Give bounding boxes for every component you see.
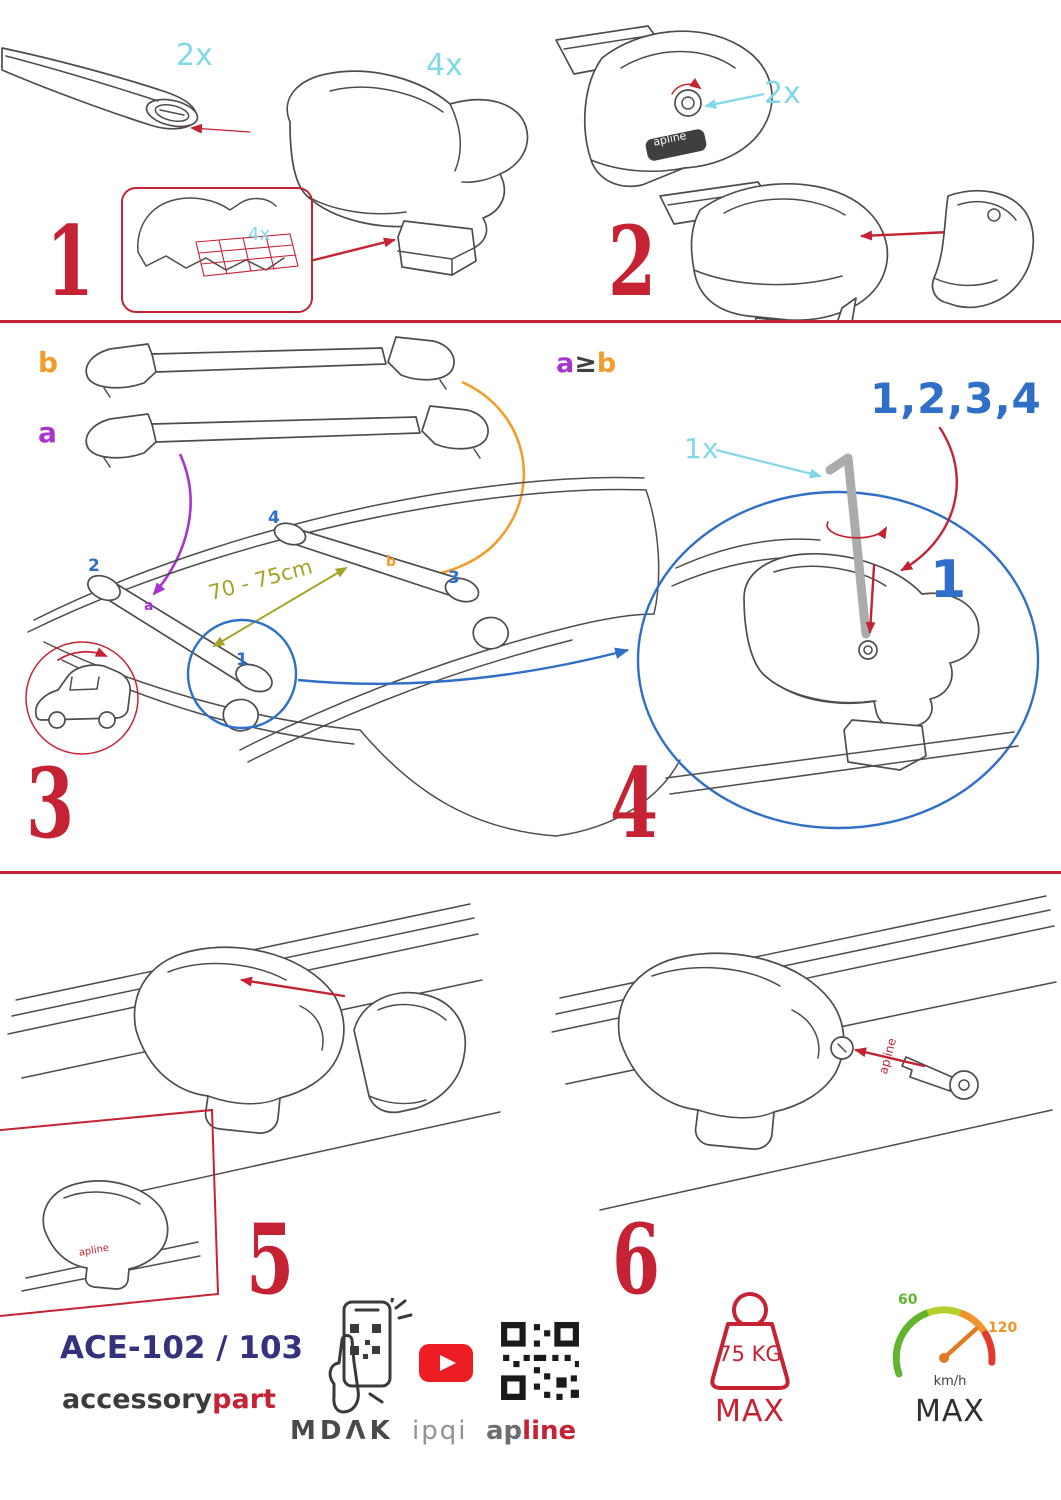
apline-logo-ap: ap (486, 1416, 523, 1446)
cover-slide-arrow (240, 976, 346, 998)
top-section-illustration (1, 25, 1035, 322)
roof-b-label: b (386, 554, 397, 570)
rubber-pad-inset (121, 187, 313, 313)
apline-logo: apline (486, 1416, 576, 1446)
qr-code (501, 1322, 579, 1400)
step-1-number: 1 (46, 205, 95, 318)
rotate-arrow (826, 521, 887, 540)
accessorypart-logo-part: part (212, 1384, 276, 1415)
step-4-number: 4 (610, 747, 659, 860)
step-6-number: 6 (612, 1203, 661, 1316)
car-roof-drawing (27, 476, 681, 837)
section-divider-1 (0, 320, 1061, 323)
spacing-rule: a≥b (556, 348, 616, 379)
product-code: ACE-102 / 103 (60, 1330, 304, 1366)
bar-b-label: b (38, 346, 59, 379)
greater-equal-sign: ≥ (574, 348, 597, 379)
speed-120-label: 120 (988, 1320, 1018, 1336)
roof-position-2: 2 (88, 556, 100, 576)
apline-badge (645, 129, 707, 161)
step-2-bolt-quantity: 2x (764, 76, 801, 111)
car-front-arrow (57, 647, 108, 661)
youtube-icon (419, 1344, 473, 1382)
step5-illustration (0, 903, 501, 1317)
crossbar-b-drawing (85, 336, 455, 398)
roof-position-1: 1 (236, 650, 248, 670)
middle-section-illustration (25, 336, 1040, 837)
foot-drawing-step2-bottom (659, 181, 1035, 322)
foot-drawing-step1 (286, 70, 529, 276)
tighten-down-arrow (865, 564, 876, 634)
bolt-qty-arrow (704, 92, 765, 109)
roof-position-3: 3 (448, 568, 460, 588)
position-1-highlight-circle (186, 618, 298, 730)
step-1-pad-quantity: 4x (248, 224, 271, 245)
inset-arrow (312, 237, 396, 262)
weight-value: 75 KG (718, 1342, 782, 1366)
bar-distance-arrow (212, 566, 348, 648)
step-3-number: 3 (26, 747, 75, 860)
max-weight-icon (710, 1292, 790, 1390)
step-5-number: 5 (246, 1203, 295, 1316)
accessorypart-logo-accessory: accessory (62, 1384, 213, 1415)
mdak-logo: MDΛK (290, 1416, 394, 1446)
ipqi-logo: ipqi (412, 1416, 468, 1446)
scan-phone-icon (328, 1298, 413, 1414)
roof-a-label: a (144, 598, 154, 614)
crossbar-drawing (1, 47, 199, 130)
apline-logo-line: line (522, 1416, 577, 1446)
step-2-number: 2 (608, 205, 657, 318)
step-1-foot-quantity: 4x (426, 48, 463, 83)
speed-unit-label: km/h (933, 1374, 967, 1389)
zoom-link-arrow (297, 647, 630, 686)
accessorypart-logo: accessorypart (62, 1384, 276, 1415)
spacing-rule-b: b (596, 348, 617, 379)
bar-a-placement-arrow (152, 453, 192, 596)
tool-qty-arrow (715, 448, 822, 479)
bar-b-placement-arrow (417, 380, 526, 582)
tighten-sequence: 1,2,3,4 (870, 374, 1042, 423)
spacing-rule-a: a (556, 348, 575, 379)
foot-drawing-step2-top (555, 25, 773, 188)
key-drawing (901, 1056, 979, 1100)
cap-insert-arrow (860, 230, 952, 241)
bottom-section-illustration (0, 895, 1057, 1317)
highlight-position-1: 1 (930, 550, 967, 610)
step6-illustration (551, 895, 1057, 1211)
tool-quantity: 1x (684, 432, 719, 465)
step-1-bar-quantity: 2x (176, 38, 213, 73)
bar-pointer-arrow (190, 123, 251, 134)
result-box (0, 1108, 220, 1317)
car-direction-inset (25, 641, 139, 755)
crossbar-a-drawing (85, 405, 489, 468)
roof-position-4: 4 (268, 508, 280, 528)
speed-max-label: MAX (915, 1394, 985, 1429)
bar-a-label: a (38, 416, 57, 449)
weight-max-label: MAX (715, 1394, 785, 1429)
speed-60-label: 60 (898, 1292, 918, 1308)
speedometer-icon (892, 1306, 996, 1378)
section-divider-2 (0, 871, 1061, 874)
sequence-arrow (900, 426, 958, 572)
tightening-zoom (636, 453, 1040, 830)
key-insert-arrow (854, 1047, 926, 1068)
allen-key-drawing (825, 453, 871, 639)
